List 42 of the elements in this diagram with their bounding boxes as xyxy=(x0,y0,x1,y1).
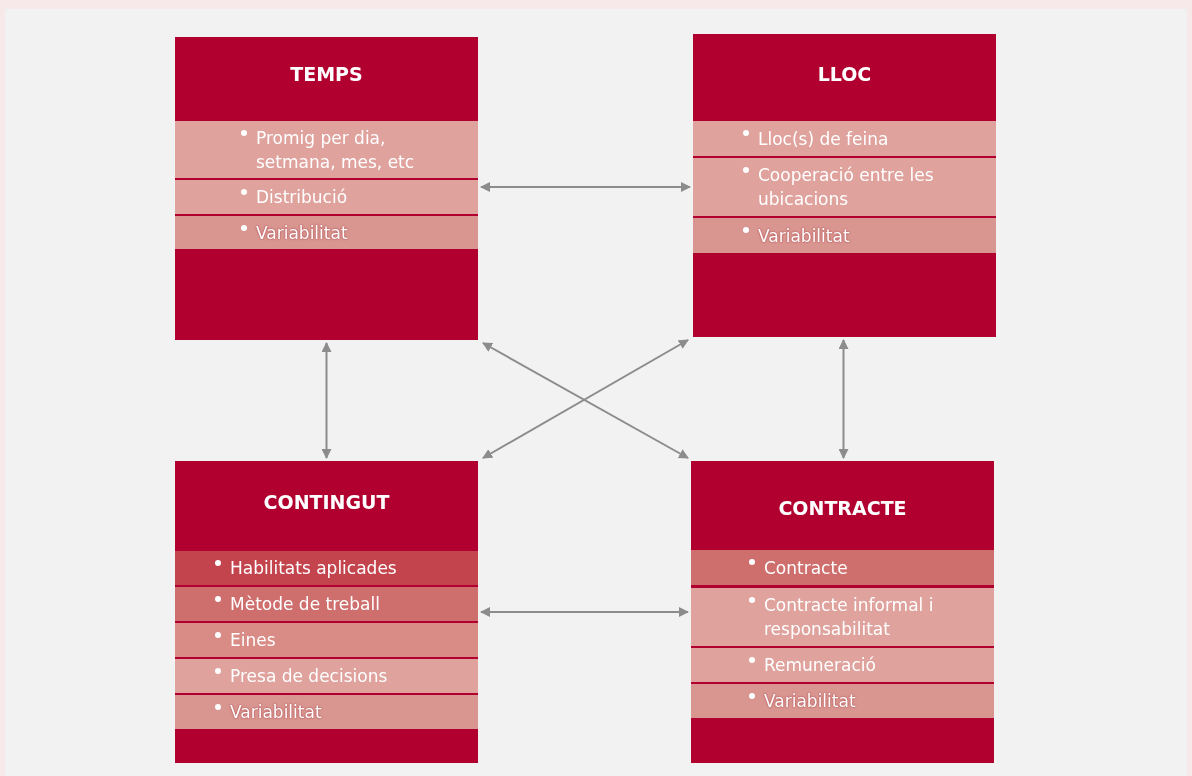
list-band xyxy=(175,623,478,657)
list-band xyxy=(691,648,994,682)
list-item-text: Cooperació entre les ubicacions xyxy=(758,164,935,211)
list-band xyxy=(175,216,478,249)
list-item-text: Mètode de treball xyxy=(230,593,380,616)
list-band xyxy=(175,659,478,693)
box-heading: CONTINGUT xyxy=(262,491,391,513)
double-arrow xyxy=(838,339,849,459)
list-band xyxy=(693,158,996,216)
category-box xyxy=(175,37,478,340)
list-item-text: Promig per dia, setmana, mes, etc xyxy=(256,126,416,174)
list-item-text: Eines xyxy=(230,629,276,652)
list-item-text: Distribució xyxy=(256,186,348,209)
double-arrow xyxy=(480,607,689,617)
list-item-text: Contracte xyxy=(764,556,848,580)
double-arrow xyxy=(321,342,332,459)
list-band xyxy=(175,121,478,178)
box-heading: LLOC xyxy=(816,63,873,85)
box-heading: TEMPS xyxy=(289,63,364,85)
list-item-text: Variabilitat xyxy=(230,701,322,724)
list-item-text: Habilitats aplicades xyxy=(230,557,397,580)
list-band xyxy=(693,121,996,156)
list-item-text: Contracte informal i responsabilitat xyxy=(764,594,935,641)
box-heading: CONTRACTE xyxy=(777,497,908,519)
double-arrow xyxy=(480,182,691,192)
list-band xyxy=(693,218,996,253)
list-item-text: Lloc(s) de feina xyxy=(758,127,889,151)
list-item-text: Variabilitat xyxy=(758,224,850,248)
list-band xyxy=(691,550,994,585)
list-item-text: Remuneració xyxy=(764,654,876,677)
category-box xyxy=(691,461,994,763)
list-band xyxy=(175,180,478,214)
list-band xyxy=(691,684,994,718)
category-box xyxy=(693,34,996,337)
list-item-text: Variabilitat xyxy=(764,690,856,713)
list-item-text: Variabilitat xyxy=(256,221,348,245)
list-band xyxy=(175,587,478,621)
list-band xyxy=(175,695,478,729)
list-band xyxy=(691,588,994,646)
category-box xyxy=(175,461,478,763)
list-band xyxy=(175,551,478,585)
list-item-text: Presa de decisions xyxy=(230,665,388,688)
